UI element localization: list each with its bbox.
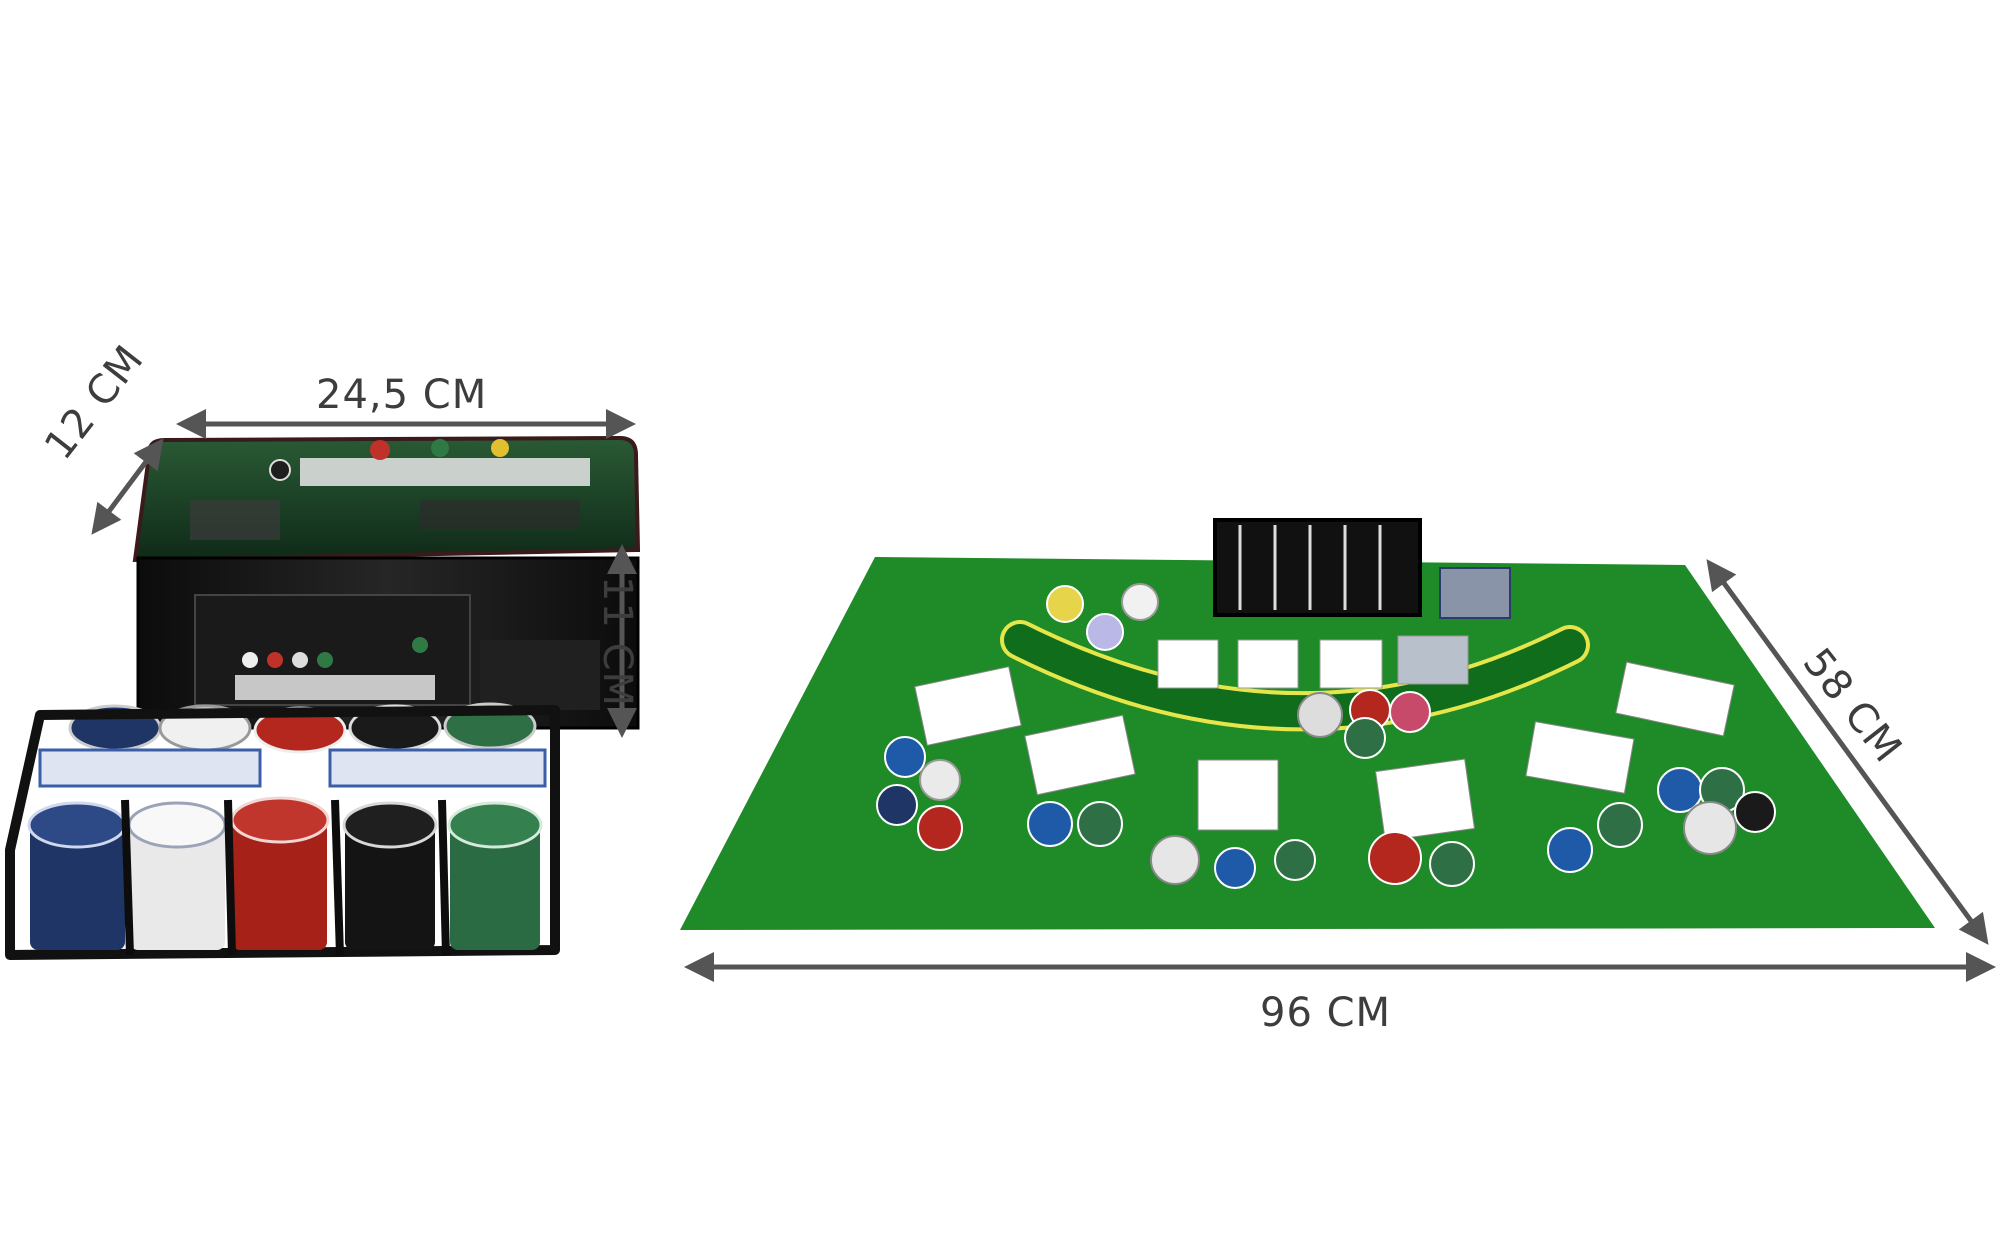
case-height-label: 11 CM <box>594 576 640 708</box>
case-depth-arrow <box>91 438 164 535</box>
tin-case <box>132 435 641 730</box>
case-width-label: 24,5 CM <box>316 372 488 418</box>
mat-width-label: 96 CM <box>1260 990 1392 1036</box>
felt-mat <box>680 518 1935 930</box>
chip-rack <box>5 702 560 960</box>
community-cards <box>1157 635 1469 689</box>
card-deck <box>1439 567 1511 619</box>
mat-depth-arrow <box>1706 559 1989 945</box>
rack-front-chips <box>27 796 543 950</box>
dimension-arrows <box>91 409 1996 982</box>
dealer-tray <box>1213 518 1422 617</box>
card-deck-blue <box>38 748 262 788</box>
player-cards <box>914 661 1735 842</box>
card-deck-blue-2 <box>328 748 547 788</box>
